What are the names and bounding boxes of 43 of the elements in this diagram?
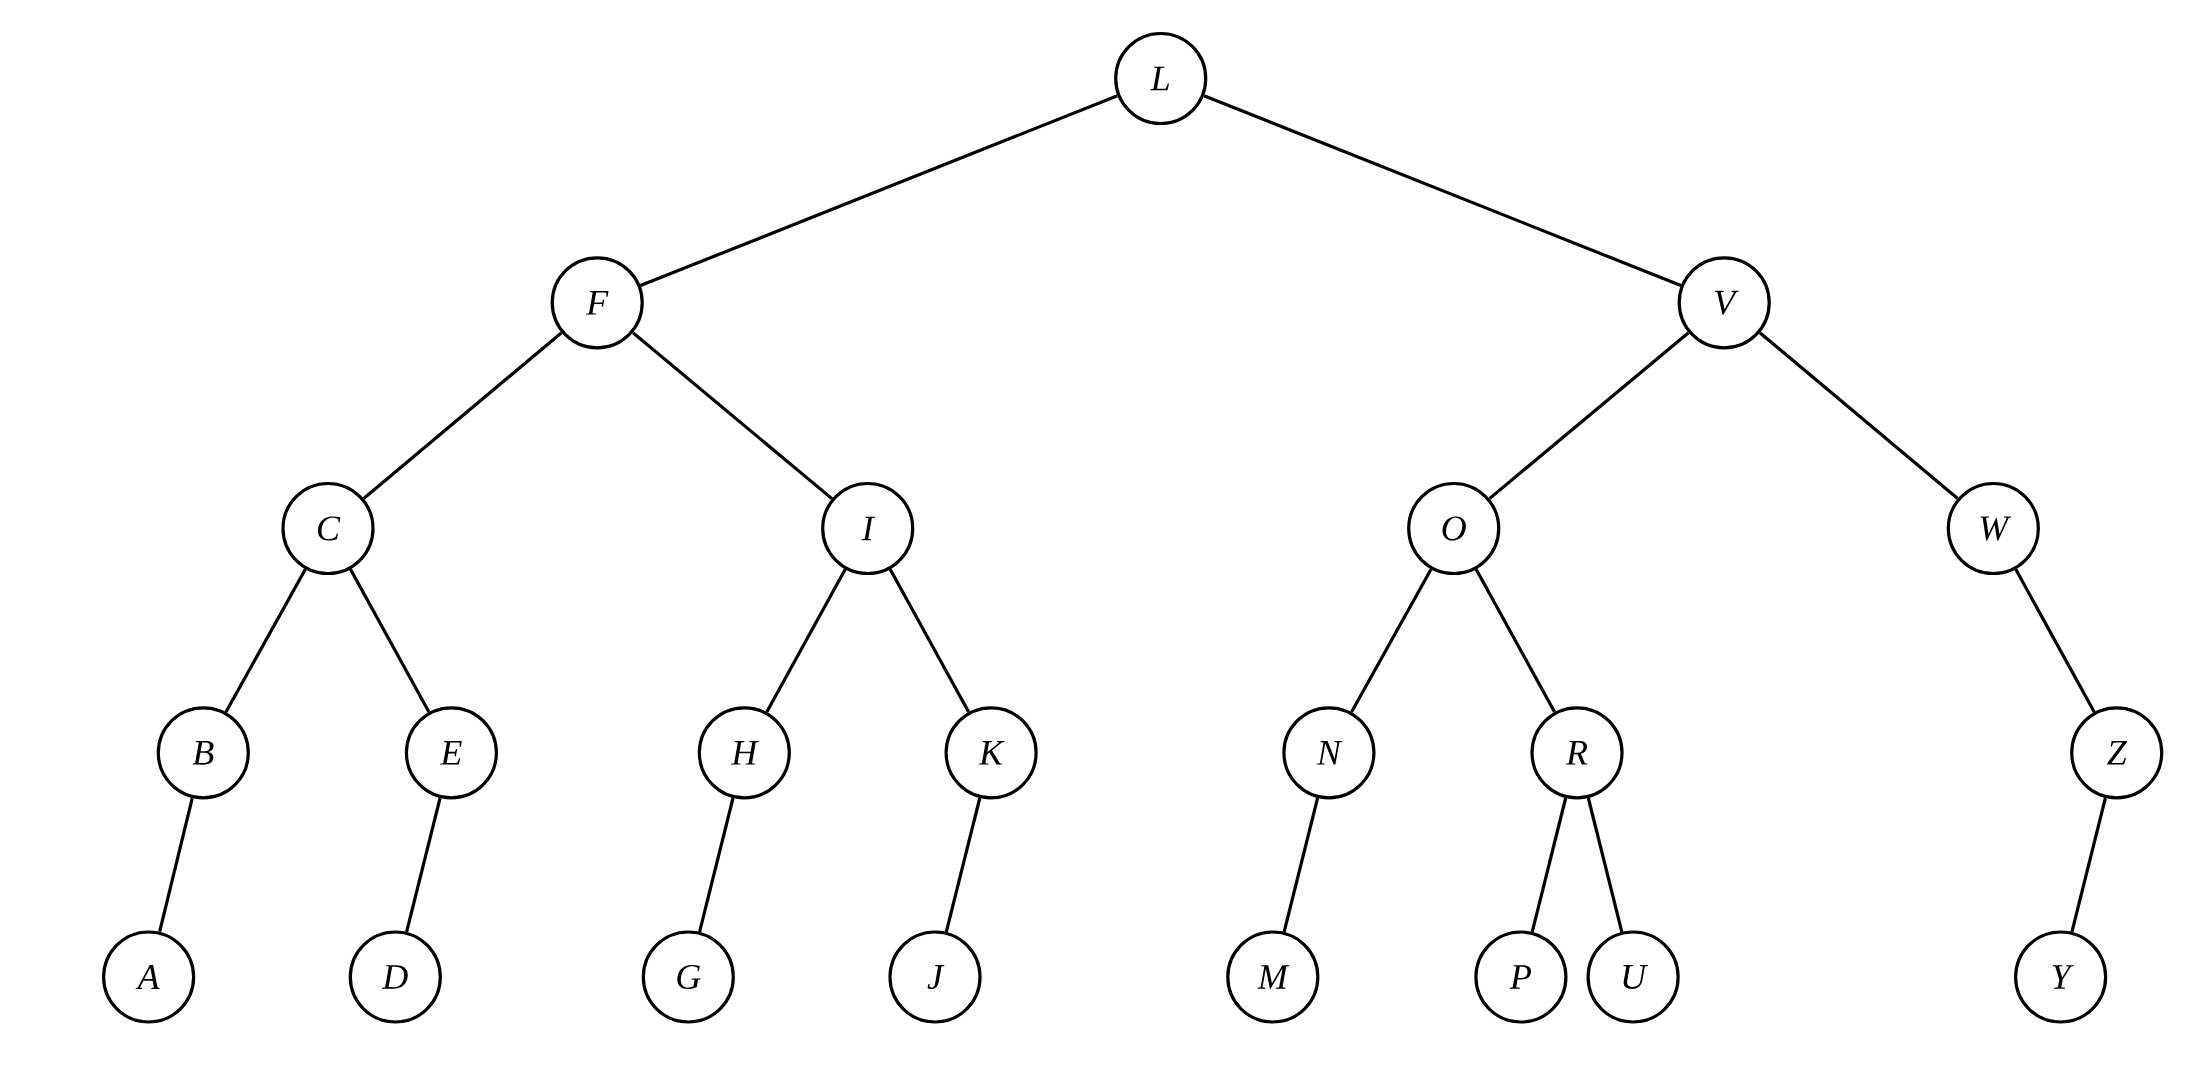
tree-edge [944, 797, 982, 933]
tree-edge [1586, 797, 1624, 933]
tree-node: V [1677, 256, 1771, 350]
tree-edge [698, 797, 735, 933]
tree-node: F [550, 256, 644, 350]
tree-node: E [404, 706, 498, 800]
tree-edge [1203, 94, 1682, 288]
tree-node: R [1530, 706, 1624, 800]
tree-edge [405, 797, 442, 933]
tree-node: H [697, 706, 791, 800]
tree-node: P [1474, 930, 1568, 1024]
tree-edge [1282, 797, 1320, 933]
tree-edge [1474, 568, 1556, 713]
tree-node: W [1946, 481, 2040, 576]
tree-edge [1758, 331, 1959, 500]
tree-edge [349, 568, 431, 713]
tree-node: M [1226, 930, 1320, 1024]
tree-node: B [156, 706, 250, 800]
tree-node: D [348, 930, 442, 1024]
tree-edge [1350, 568, 1433, 713]
tree-node: A [102, 930, 196, 1024]
tree-node: G [641, 930, 735, 1024]
tree-node: O [1407, 481, 1501, 576]
tree-node: K [944, 706, 1038, 800]
tree-node: L [1114, 31, 1208, 126]
tree-node: Y [2014, 930, 2108, 1024]
tree-edge [639, 94, 1118, 288]
tree-node: Z [2070, 706, 2164, 800]
tree-edge [631, 331, 833, 500]
tree-node: C [281, 481, 375, 576]
tree-edge [2070, 797, 2107, 933]
tree-node: U [1586, 930, 1680, 1024]
tree-edge [2014, 568, 2096, 713]
tree-edge [1530, 797, 1568, 933]
tree-node: N [1282, 706, 1376, 800]
tree-edge [158, 797, 194, 933]
tree-node: J [888, 930, 982, 1024]
tree-edge [888, 568, 971, 713]
tree-edge [362, 331, 563, 500]
tree-edge [765, 568, 847, 713]
tree-edge [224, 568, 307, 713]
tree-edge [1488, 331, 1690, 500]
tree-node: I [821, 481, 915, 576]
